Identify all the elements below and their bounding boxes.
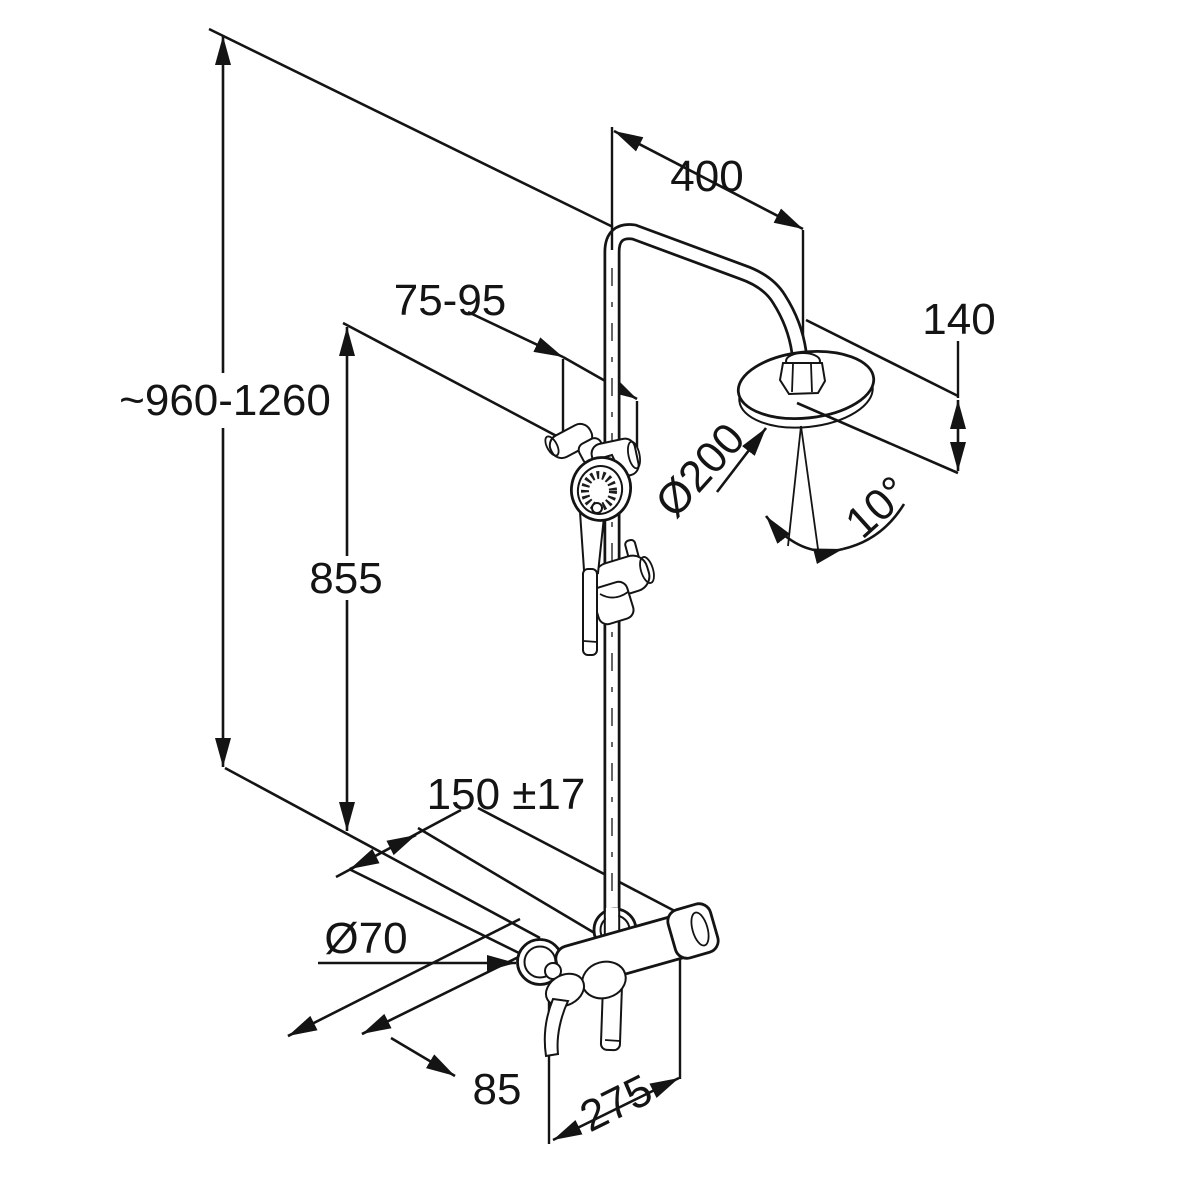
head-diameter-label: Ø200 xyxy=(646,414,754,527)
dim-connection-spacing: 150 ±17 xyxy=(335,770,691,959)
connection-spacing-label: 150 ±17 xyxy=(427,770,586,819)
dim-head-drop: 140 xyxy=(796,295,996,475)
lever-handle xyxy=(543,997,570,1058)
riser-and-arm-pipe xyxy=(603,127,808,935)
mixer-width-label: 275 xyxy=(572,1065,660,1142)
dim-arm-length: 400 xyxy=(613,129,805,350)
spray-nozzle-ring xyxy=(581,471,617,511)
dim-head-diameter: Ø200 xyxy=(646,414,768,527)
mixer-depth-label: 85 xyxy=(473,1065,522,1114)
rosette-diameter-label: Ø70 xyxy=(324,914,407,963)
rail-height-label: 855 xyxy=(309,554,382,603)
head-drop-label: 140 xyxy=(922,295,995,344)
dim-total-height: ~960-1260 xyxy=(119,27,614,767)
bracket-offset-label: 75-95 xyxy=(394,276,507,325)
dim-rosette-diameter: Ø70 xyxy=(318,914,516,971)
arm-length-label: 400 xyxy=(670,152,743,201)
overhead-shower-head xyxy=(736,350,876,429)
dim-mixer-depth: 85 xyxy=(287,917,544,1114)
slider-bracket xyxy=(591,538,655,626)
mixer-valve xyxy=(516,902,720,1058)
dim-bracket-offset: 75-95 xyxy=(394,276,639,447)
head-angle-label: 10° xyxy=(836,467,918,548)
hand-shower xyxy=(570,453,632,656)
total-height-label: ~960-1260 xyxy=(119,376,331,425)
